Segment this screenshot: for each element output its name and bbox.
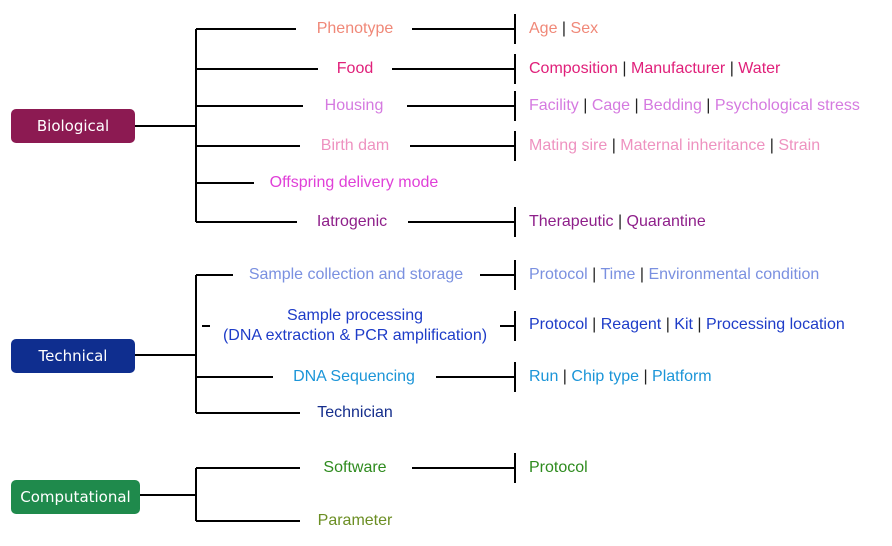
detail-software-0: Protocol [529,459,588,476]
factor-sample-processing-line2: (DNA extraction & PCR amplification) [222,327,488,344]
details-phenotype: Age | Sex [529,19,598,39]
detail-separator: | [701,97,715,114]
detail-housing-2: Bedding [643,97,702,114]
details-dna-sequencing: Run | Chip type | Platform [529,367,712,387]
detail-separator: | [613,213,627,230]
details-sample-processing: Protocol | Reagent | Kit | Processing lo… [529,315,845,335]
detail-separator: | [765,137,779,154]
factor-parameter: Parameter [317,512,393,529]
detail-separator: | [725,60,739,77]
factor-technician: Technician [317,404,393,421]
detail-phenotype-1: Sex [570,20,599,37]
detail-phenotype-0: Age [529,20,558,37]
factor-birth-dam: Birth dam [320,137,390,154]
detail-dna-sequencing-0: Run [529,368,559,385]
detail-separator: | [587,316,601,333]
factor-software: Software [323,459,387,476]
detail-housing-3: Psychological stress [714,97,860,114]
detail-birth-dam-2: Strain [778,137,821,154]
factor-food: Food [336,60,374,77]
biological-category-box: Biological [11,109,135,143]
detail-food-0: Composition [529,60,618,77]
detail-separator: | [578,97,592,114]
detail-housing-0: Facility [529,97,579,114]
detail-separator: | [558,368,572,385]
details-iatrogenic: Therapeutic | Quarantine [529,212,706,232]
factor-housing: Housing [324,97,384,114]
detail-separator: | [661,316,675,333]
detail-sample-collection-2: Environmental condition [648,266,820,283]
technical-category-box: Technical [11,339,135,373]
factor-offspring-delivery-mode: Offspring delivery mode [269,174,439,191]
detail-separator: | [607,137,621,154]
detail-dna-sequencing-2: Platform [652,368,712,385]
biological-category-label: Biological [36,117,110,135]
detail-iatrogenic-0: Therapeutic [529,213,614,230]
technical-category-label: Technical [38,347,108,365]
details-birth-dam: Mating sire | Maternal inheritance | Str… [529,136,820,156]
details-sample-collection: Protocol | Time | Environmental conditio… [529,265,819,285]
computational-category-box: Computational [11,480,140,514]
computational-category-label: Computational [20,488,131,506]
detail-separator: | [557,20,571,37]
detail-food-1: Manufacturer [630,60,726,77]
detail-iatrogenic-1: Quarantine [626,213,706,230]
detail-food-2: Water [738,60,781,77]
detail-separator: | [630,97,644,114]
factor-dna-sequencing: DNA Sequencing [293,368,415,385]
detail-birth-dam-0: Mating sire [529,137,608,154]
detail-separator: | [635,266,649,283]
detail-sample-processing-3: Processing location [706,316,845,333]
detail-separator: | [692,316,707,333]
factor-sample-collection: Sample collection and storage [248,266,464,283]
detail-separator: | [617,60,631,77]
detail-sample-processing-1: Reagent [600,316,662,333]
details-housing: Facility | Cage | Bedding | Psychologica… [529,96,860,116]
detail-birth-dam-1: Maternal inheritance [620,137,766,154]
factor-sample-processing: Sample processing (DNA extraction & PCR … [210,306,500,346]
factor-phenotype: Phenotype [316,20,394,37]
detail-separator: | [587,266,601,283]
details-food: Composition | Manufacturer | Water [529,59,780,79]
factor-iatrogenic: Iatrogenic [316,213,388,230]
detail-sample-processing-0: Protocol [529,316,588,333]
detail-sample-processing-2: Kit [674,316,693,333]
detail-dna-sequencing-1: Chip type [571,368,639,385]
detail-housing-1: Cage [591,97,631,114]
detail-sample-collection-1: Time [600,266,636,283]
detail-separator: | [639,368,653,385]
factor-sample-processing-line1: Sample processing [286,307,424,324]
detail-sample-collection-0: Protocol [529,266,588,283]
details-software: Protocol [529,458,588,478]
